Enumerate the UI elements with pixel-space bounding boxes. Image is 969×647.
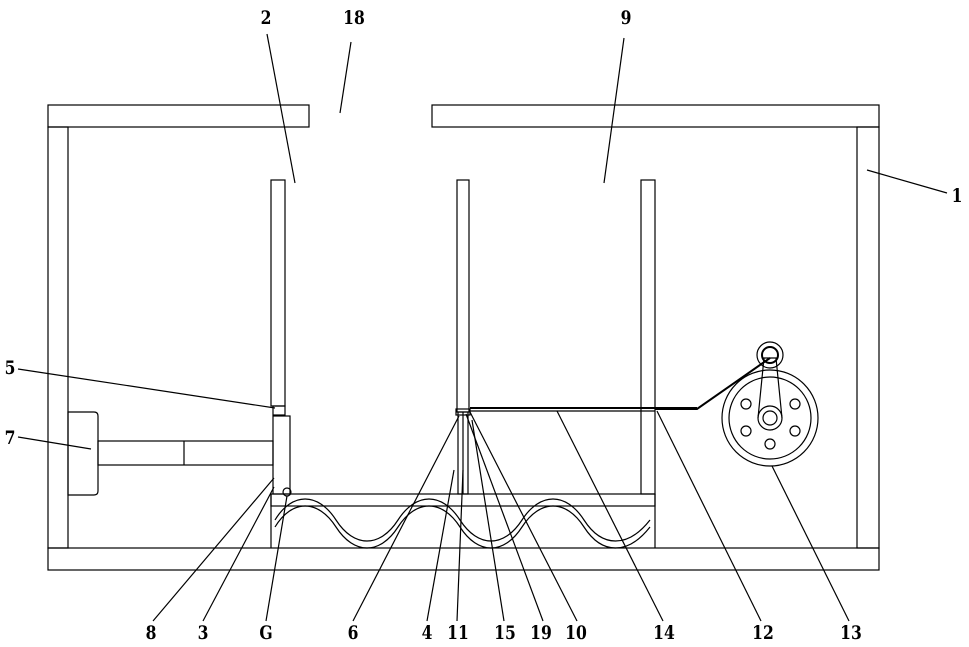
label-13: 13 <box>840 623 862 645</box>
leader-lines <box>18 34 947 621</box>
middle-partition <box>457 180 469 412</box>
label-10: 10 <box>565 623 587 645</box>
label-2: 2 <box>261 8 272 30</box>
winch-wheel <box>722 342 818 466</box>
label-9: 9 <box>621 8 632 30</box>
left-partition-upper <box>271 180 285 406</box>
trough-top-plate <box>271 494 655 506</box>
label-15: 15 <box>494 623 516 645</box>
push-cylinder <box>68 412 273 495</box>
label-18: 18 <box>343 8 365 30</box>
label-12: 12 <box>752 623 774 645</box>
label-8: 8 <box>146 623 157 645</box>
outer-housing <box>48 105 879 570</box>
label-4: 4 <box>422 623 433 645</box>
label-1: 1 <box>952 186 963 208</box>
label-3: 3 <box>198 623 209 645</box>
label-14: 14 <box>653 623 675 645</box>
label-5: 5 <box>5 358 16 380</box>
hinge-block <box>273 406 285 415</box>
pusher-plate <box>273 416 290 494</box>
label-19: 19 <box>530 623 552 645</box>
right-partition <box>641 180 655 494</box>
label-g: G <box>259 623 272 645</box>
label-7: 7 <box>5 428 16 450</box>
label-11: 11 <box>447 623 469 645</box>
reference-labels: 2 18 9 1 5 7 8 3 G 6 4 11 15 19 10 14 12… <box>5 8 963 645</box>
label-6: 6 <box>348 623 359 645</box>
lower-trough <box>271 494 655 548</box>
